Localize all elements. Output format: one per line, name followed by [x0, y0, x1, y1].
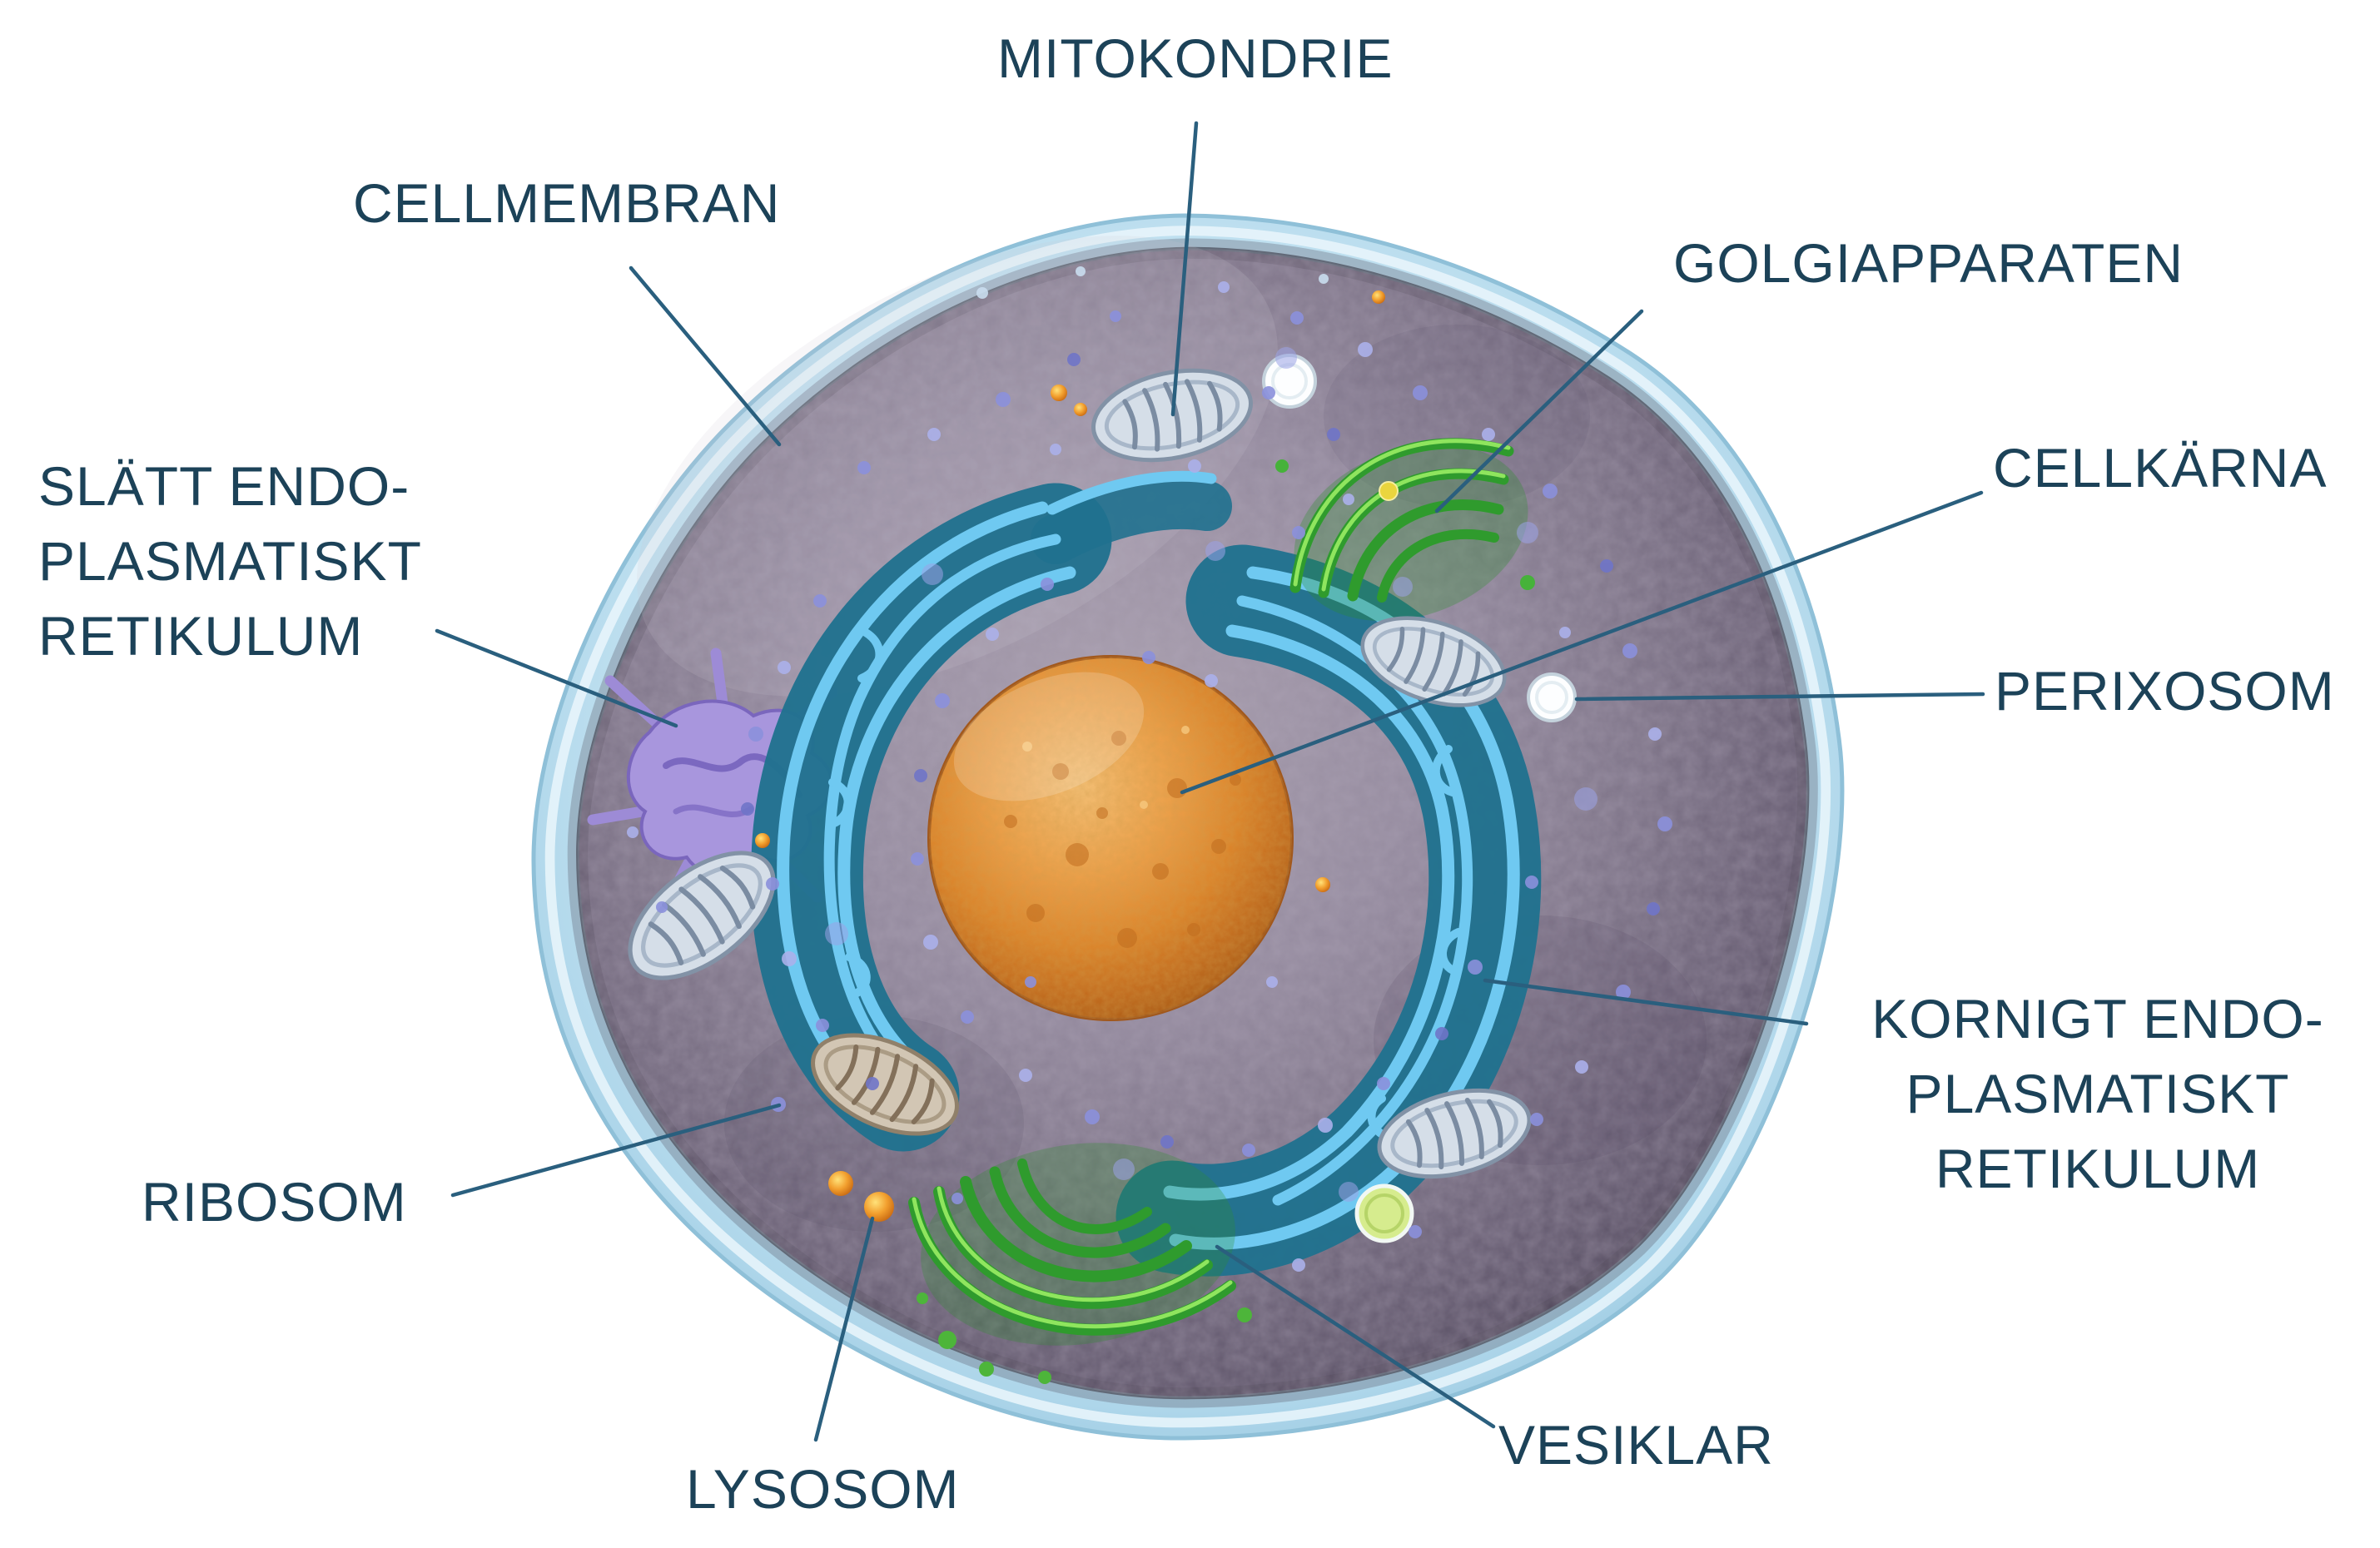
nucleus	[927, 655, 1294, 1021]
label-slatt-er: SLÄTT ENDO- PLASMATISKT RETIKULUM	[38, 455, 422, 667]
rough-er-left	[751, 470, 1232, 1152]
leader-line-cellkarna	[1180, 490, 1984, 795]
label-lysosom: LYSOSOM	[686, 1458, 960, 1520]
golgi-apparatus-top	[1275, 438, 1535, 622]
leader-line-lysosom	[813, 1216, 875, 1442]
leader-line-slatt-er	[435, 628, 678, 728]
leader-line-perixosom	[1574, 692, 1985, 702]
golgi-apparatus-bottom	[908, 1143, 1252, 1384]
peroxisome	[1262, 354, 1577, 722]
lysosome	[755, 290, 1385, 1222]
label-cellkarna: CELLKÄRNA	[1993, 437, 2328, 499]
label-vesiklar: VESIKLAR	[1498, 1414, 1774, 1476]
leader-line-vesiklar	[1215, 1244, 1496, 1429]
mitochondrion	[811, 1033, 959, 1136]
label-mitokondrie: MITOKONDRIE	[997, 27, 1394, 89]
leader-line-ribosom	[450, 1103, 782, 1198]
leader-lines	[435, 121, 1985, 1442]
leader-line-golgiapparaten	[1434, 309, 1644, 514]
mitochondrion	[1377, 1088, 1532, 1179]
label-ribosom: RIBOSOM	[142, 1171, 407, 1233]
label-perixosom: PERIXOSOM	[1995, 660, 2335, 722]
leader-line-kornigt-er	[1483, 978, 1809, 1026]
mitochondrion	[628, 851, 776, 980]
label-kornigt-er: KORNIGT ENDO- PLASMATISKT RETIKULUM	[1871, 988, 2324, 1199]
leader-line-cellmembran	[629, 265, 782, 447]
ribosome-dots	[627, 266, 1672, 1272]
leader-line-mitokondrie	[1170, 121, 1199, 417]
label-cellmembran: CELLMEMBRAN	[353, 172, 781, 234]
label-golgiapparaten: GOLGIAPPARATEN	[1673, 232, 2184, 294]
vesicle	[1354, 1183, 1414, 1243]
